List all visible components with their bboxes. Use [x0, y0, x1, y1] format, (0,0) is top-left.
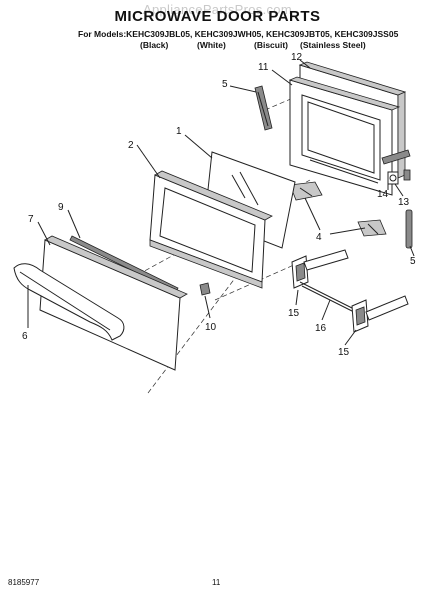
part-15-hinge-lower: [351, 295, 409, 333]
watermark: AppliancePartsPros.com: [143, 2, 292, 17]
callout-15-right: 15: [338, 347, 350, 358]
model-list: For Models:KEHC309JBL05, KEHC309JWH05, K…: [78, 29, 399, 39]
color-white: (White): [197, 40, 226, 50]
color-biscuit: (Biscuit): [254, 40, 288, 50]
callout-10: 10: [205, 322, 217, 333]
callout-14: 14: [377, 189, 389, 200]
callout-16: 16: [315, 323, 327, 334]
callout-2: 2: [128, 140, 134, 151]
callout-4: 4: [316, 232, 322, 243]
callout-5-lower: 5: [410, 256, 416, 267]
part-11-door-frame: [288, 76, 401, 196]
part-4-hinge-bracket-upper: [289, 181, 323, 201]
callout-5-upper: 5: [222, 79, 228, 90]
part-10-clip: [199, 282, 211, 296]
part-13-spring: [403, 169, 411, 181]
leader-lines: [27, 59, 415, 346]
page-title: MICROWAVE DOOR PARTS: [114, 8, 321, 25]
part-5-hinge-strip-upper: [254, 85, 273, 131]
callout-6: 6: [22, 331, 28, 342]
callout-11: 11: [258, 62, 269, 73]
callout-9: 9: [58, 202, 64, 213]
part-5-rod-lower: [405, 209, 413, 249]
part-2-inner-frame: [149, 170, 273, 289]
doc-number: 8185977: [8, 578, 40, 587]
part-4-hinge-bracket-lower: [357, 219, 387, 237]
part-14-latch: [381, 149, 411, 185]
callout-7: 7: [28, 214, 34, 225]
callout-12: 12: [291, 52, 303, 63]
color-stainless: (Stainless Steel): [300, 40, 366, 50]
part-6-handle: [13, 263, 125, 341]
part-15-hinge-upper: [291, 255, 309, 289]
callout-labels: 1 2 4 5 5 6 7 9 10 11 12 13 14 15 15 16: [22, 52, 416, 358]
callout-1: 1: [176, 126, 182, 137]
page-number: 11: [212, 578, 221, 587]
callout-13: 13: [398, 197, 410, 208]
color-black: (Black): [140, 40, 169, 50]
callout-15-left: 15: [288, 308, 300, 319]
